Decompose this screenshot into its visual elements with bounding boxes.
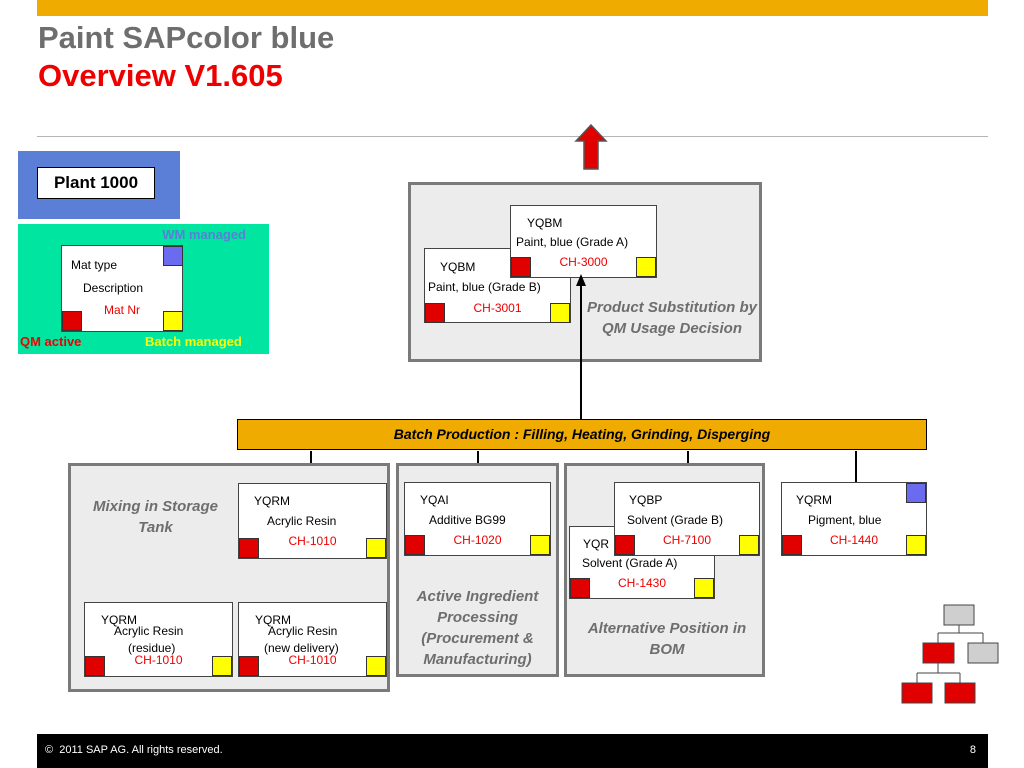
batch-square — [906, 535, 926, 555]
mat-type: YQRM — [255, 613, 291, 627]
mixing-group: Mixing in Storage Tank YQRM Acrylic Resi… — [68, 463, 390, 692]
mat-type-label: Mat type — [71, 258, 118, 272]
qm-square — [85, 656, 105, 676]
top-accent-bar — [37, 0, 988, 16]
hierarchy-tree-icon — [901, 604, 999, 704]
pigment-card: YQRM Pigment, blue CH-1440 — [781, 482, 927, 556]
batch-square — [366, 538, 386, 558]
product-substitution-group: YQBM Paint, blue (Grade B) CH-3001 YQBM … — [408, 182, 762, 362]
legend-panel: WM managed Mat type Description Mat Nr Q… — [18, 224, 269, 354]
active-ingredient-card: YQAI Additive BG99 CH-1020 — [404, 482, 551, 556]
copyright-label: 2011 SAP AG. All rights reserved. — [59, 744, 223, 756]
mat-description: Acrylic Resin — [114, 624, 184, 638]
mat-nr: CH-1010 — [288, 653, 337, 667]
page-subtitle: Overview V1.605 — [38, 58, 283, 93]
mat-description: Solvent (Grade A) — [582, 556, 678, 570]
mat-type: YQBP — [629, 493, 663, 507]
qm-square — [405, 535, 425, 555]
mat-description: Acrylic Resin — [268, 624, 338, 638]
qm-square — [239, 656, 259, 676]
mat-nr: CH-7100 — [662, 533, 712, 547]
qm-square — [570, 578, 590, 598]
mat-description: Paint, blue (Grade A) — [516, 235, 629, 249]
batch-production-bar: Batch Production : Filling, Heating, Gri… — [237, 419, 927, 450]
qm-active-label: QM active — [20, 334, 82, 349]
batch-square — [366, 656, 386, 676]
batch-square — [550, 303, 570, 323]
product-substitution-caption: Product Substitution by QM Usage Decisio… — [587, 299, 757, 337]
batch-square — [530, 535, 550, 555]
qm-square — [511, 257, 531, 277]
mat-description: Paint, blue (Grade B) — [428, 280, 541, 294]
wm-managed-label: WM managed — [162, 227, 246, 242]
mixing-card-residue: YQRM Acrylic Resin (residue) CH-1010 — [84, 602, 233, 677]
alternative-position-caption: Alternative Position in BOM — [587, 620, 747, 658]
footer-bar: © 2011 SAP AG. All rights reserved. 8 — [37, 734, 988, 768]
mat-nr: CH-1020 — [453, 533, 502, 547]
mat-nr: CH-3001 — [473, 301, 522, 315]
batch-square — [163, 311, 183, 331]
mat-type: YQRM — [796, 493, 832, 507]
batch-square — [212, 656, 232, 676]
copyright-icon: © — [45, 744, 54, 756]
mat-description: Solvent (Grade B) — [627, 513, 724, 527]
mat-nr: CH-1430 — [617, 576, 667, 590]
description-label: Description — [83, 281, 144, 295]
alternative-card-grade-b: YQBP Solvent (Grade B) CH-7100 — [614, 482, 760, 556]
mat-nr: CH-1010 — [134, 653, 183, 667]
qm-square — [425, 303, 445, 323]
mixing-caption: Mixing in Storage Tank — [92, 498, 218, 536]
mat-description-detail: (new delivery) — [264, 641, 339, 655]
qm-square — [615, 535, 635, 555]
page-number: 8 — [969, 744, 976, 756]
batch-managed-label: Batch managed — [145, 334, 242, 349]
active-ingredient-caption: Active Ingredient Processing (Procuremen… — [416, 588, 539, 668]
mat-description: Additive BG99 — [429, 513, 506, 527]
mat-description: Acrylic Resin — [267, 514, 337, 528]
plant-legend: Plant 1000 — [18, 151, 180, 219]
mat-nr: CH-1010 — [288, 534, 337, 548]
mat-type: YQRM — [254, 494, 290, 508]
mixing-card-new-delivery: YQRM Acrylic Resin (new delivery) CH-101… — [238, 602, 387, 677]
legend-card: Mat type Description Mat Nr — [61, 245, 183, 332]
copyright-text: © 2011 SAP AG. All rights reserved. — [45, 744, 223, 756]
mat-type: YQR — [583, 537, 610, 551]
mat-type: YQBM — [440, 260, 476, 274]
mat-nr: CH-1440 — [829, 533, 879, 547]
page-title: Paint SAPcolor blue — [38, 20, 335, 55]
mixing-card-main: YQRM Acrylic Resin CH-1010 — [238, 483, 387, 559]
up-arrow-icon — [574, 123, 608, 170]
header-divider — [37, 136, 988, 137]
mat-type: YQAI — [420, 493, 449, 507]
mat-description: Pigment, blue — [808, 513, 882, 527]
qm-square — [782, 535, 802, 555]
batch-square — [694, 578, 714, 598]
batch-square — [739, 535, 759, 555]
mat-description-detail: (residue) — [128, 641, 176, 655]
product-card-grade-a: YQBM Paint, blue (Grade A) CH-3000 — [510, 205, 657, 278]
mat-nr: CH-3000 — [559, 255, 608, 269]
mat-type: YQBM — [527, 216, 563, 230]
plant-label: Plant 1000 — [37, 167, 155, 199]
mat-nr-label: Mat Nr — [104, 303, 140, 317]
wm-square — [906, 483, 926, 503]
batch-square — [636, 257, 656, 277]
mat-type: YQRM — [101, 613, 137, 627]
qm-square — [62, 311, 82, 331]
qm-square — [239, 538, 259, 558]
wm-square — [163, 246, 183, 266]
